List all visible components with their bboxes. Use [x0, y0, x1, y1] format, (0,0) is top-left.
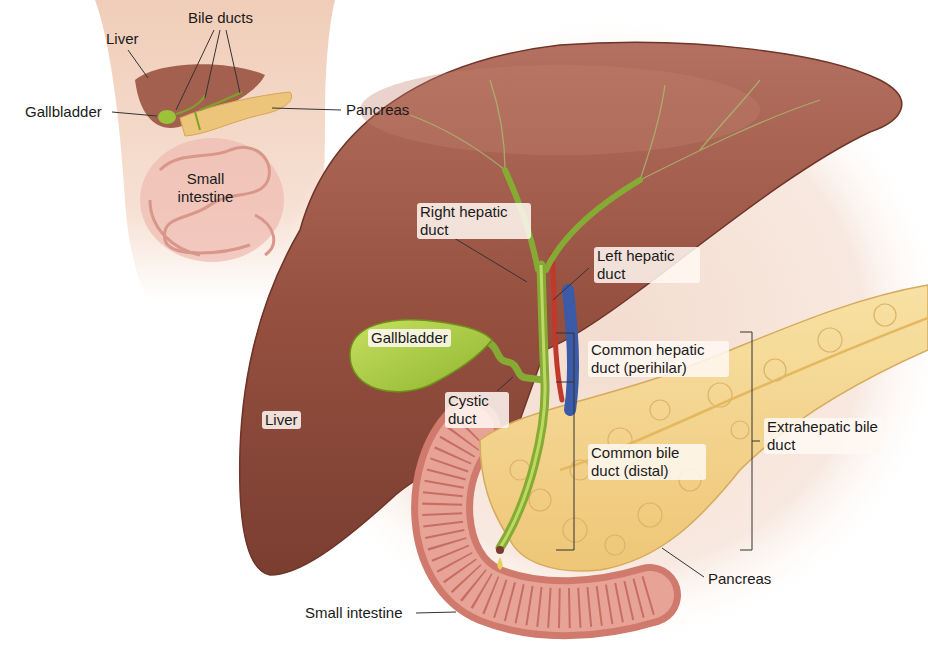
intrahepatic-ducts: [410, 80, 820, 180]
liver-highlight: [360, 65, 760, 155]
part-label: Gallbladder: [368, 329, 451, 347]
duct-branch: [700, 80, 760, 150]
leader-line: [128, 50, 148, 78]
part-label: Small intestine: [305, 604, 403, 622]
inset-intestine-coil: [150, 200, 274, 255]
leader-line: [454, 238, 527, 282]
bile-drop: [497, 557, 502, 570]
lobule: [638, 503, 662, 527]
part-label: Small intestine: [168, 170, 243, 206]
leader-line: [205, 30, 220, 98]
part-label: Pancreas: [346, 101, 409, 119]
leader-lines: [112, 30, 341, 116]
lobule: [563, 518, 587, 542]
lobule: [874, 304, 896, 326]
leader-line: [497, 377, 513, 391]
part-label: Gallbladder: [25, 103, 102, 121]
inset-intestine: [140, 138, 284, 262]
inset-intestine-coil: [160, 147, 269, 253]
part-label: Common bile duct (distal): [588, 444, 706, 480]
part-label: Bile ducts: [188, 9, 253, 27]
perihilar-bracket: [556, 333, 574, 382]
part-label: Cystic duct: [445, 392, 509, 428]
part-label: Pancreas: [708, 570, 771, 588]
lobule: [731, 421, 749, 439]
inset-pancreas: [180, 92, 292, 136]
leader-line: [662, 548, 704, 577]
part-label: Left hepatic duct: [594, 247, 700, 283]
leader-line: [226, 30, 240, 93]
leader-line: [553, 268, 589, 300]
part-label: Liver: [262, 411, 301, 429]
distal-bracket: [556, 382, 574, 550]
part-label: Common hepatic duct (perihilar): [588, 341, 729, 377]
lobule: [818, 328, 842, 352]
inset-gallbladder: [158, 110, 176, 124]
leader-line: [416, 612, 456, 613]
part-label: Extrahepatic bile duct: [764, 418, 882, 454]
inset-bile-duct: [176, 92, 242, 130]
extrahepatic-bracket: [740, 332, 760, 550]
duct-branch: [410, 115, 505, 170]
cystic-duct: [488, 342, 543, 380]
lobule: [605, 535, 625, 555]
duct-branch: [490, 80, 505, 170]
leader-line: [112, 112, 157, 116]
papilla: [496, 546, 504, 554]
lobule: [529, 489, 551, 511]
duct-branch: [640, 85, 665, 180]
part-label: Right hepatic duct: [417, 203, 531, 239]
portal-vein: [568, 290, 573, 410]
leader-lines: [416, 238, 760, 613]
leader-line: [176, 30, 214, 110]
gallbladder-organ: [350, 320, 492, 392]
hepatic-artery: [552, 255, 562, 400]
part-label: Liver: [106, 30, 139, 48]
lobule: [650, 400, 670, 420]
leader-line: [272, 108, 341, 110]
duct-branch: [640, 100, 820, 180]
